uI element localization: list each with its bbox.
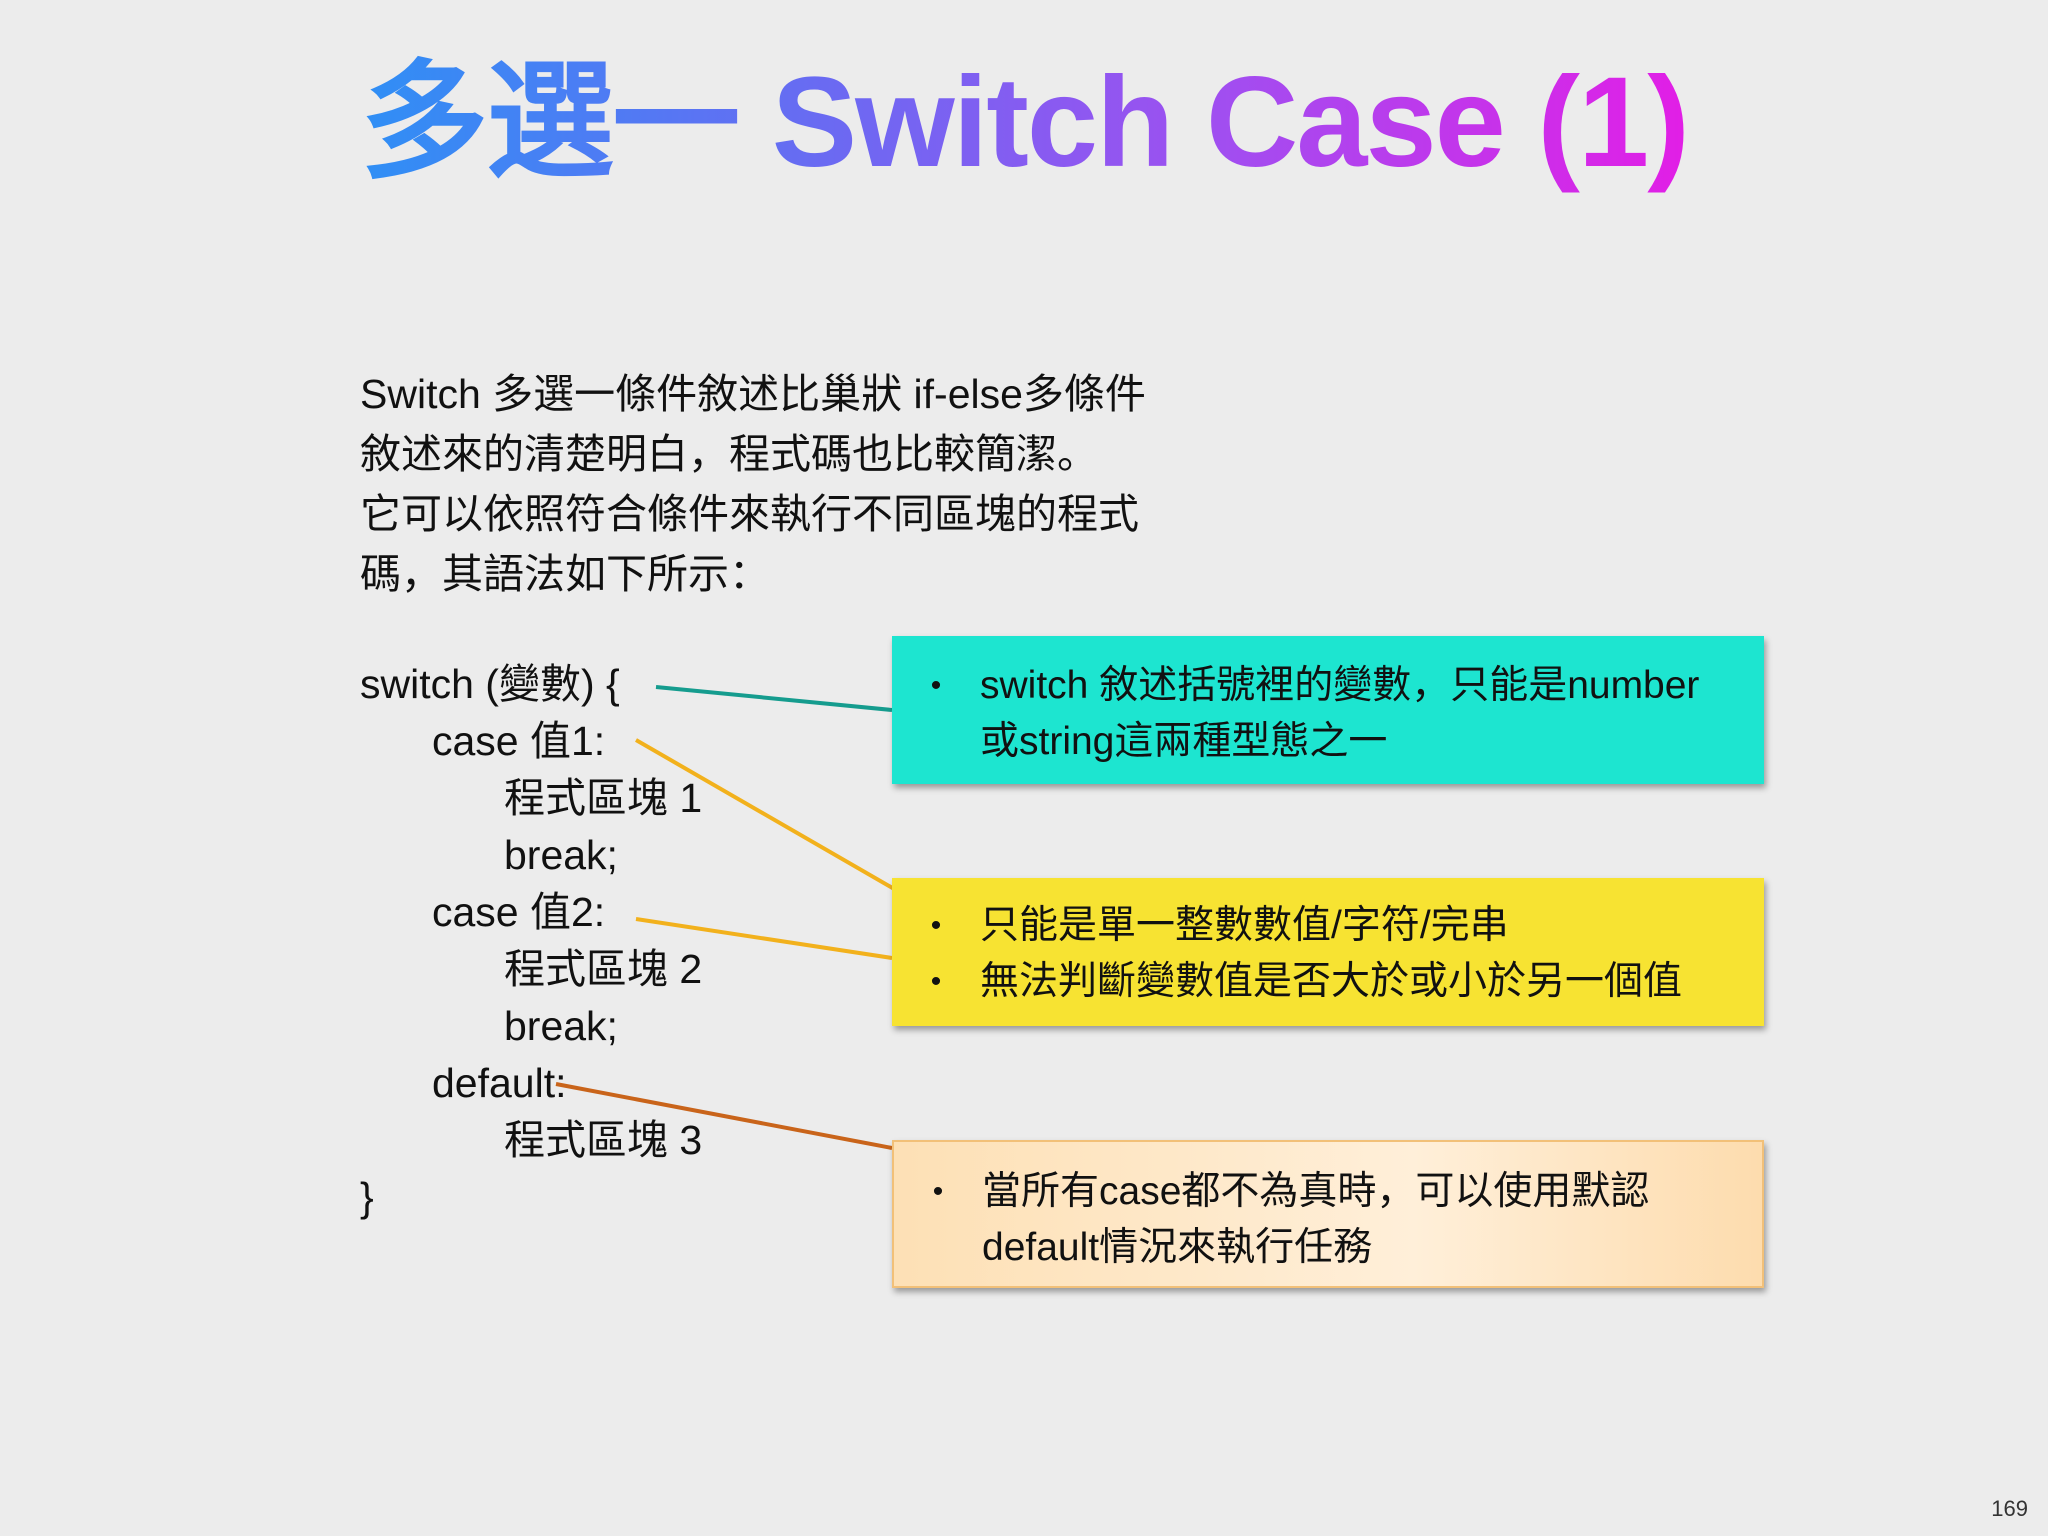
code-line-case-2: case 值2: (432, 889, 606, 935)
slide-title-text: 多選一 Switch Case (1) (360, 51, 1690, 194)
bullet-dot: • (930, 965, 942, 998)
note-case-values: • 只能是單一整數數值/字符/完串 • 無法判斷變數值是否大於或小於另一個值 (892, 878, 1764, 1026)
code-line-block-1: 程式區塊 1 (504, 775, 703, 821)
note-bullet: • switch 敘述括號裡的變數，只能是number或string這兩種型態之… (892, 658, 1724, 770)
intro-paragraph: Switch 多選一條件敘述比巢狀 if-else多條件 敘述來的清楚明白，程式… (360, 364, 1240, 604)
note-bullet: • 當所有case都不為真時，可以使用默認default情況來執行任務 (894, 1164, 1722, 1276)
note-default-case: • 當所有case都不為真時，可以使用默認default情況來執行任務 (892, 1140, 1764, 1288)
switch-syntax-block: switch (變數) { case 值1: 程式區塊 1 break; cas… (360, 656, 702, 1226)
note-bullet: • 無法判斷變數值是否大於或小於另一個值 (892, 954, 1724, 1010)
code-line-block-3: 程式區塊 3 (504, 1117, 703, 1163)
code-line-break-2: break; (504, 1003, 618, 1049)
note-bullet: • 只能是單一整數數值/字符/完串 (892, 898, 1724, 954)
intro-line: 碼，其語法如下所示： (360, 551, 770, 597)
note-text: 只能是單一整數數值/字符/完串 (980, 904, 1509, 947)
bullet-dot: • (930, 669, 942, 702)
note-variable-type: • switch 敘述括號裡的變數，只能是number或string這兩種型態之… (892, 636, 1764, 784)
intro-line: Switch 多選一條件敘述比巢狀 if-else多條件 (360, 371, 1146, 417)
note-text: 當所有case都不為真時，可以使用默認default情況來執行任務 (982, 1170, 1650, 1269)
slide-title: 多選一 Switch Case (1) (0, 48, 2048, 198)
intro-line: 它可以依照符合條件來執行不同區塊的程式 (360, 491, 1139, 537)
code-line-block-2: 程式區塊 2 (504, 946, 703, 992)
note-text: switch 敘述括號裡的變數，只能是number或string這兩種型態之一 (980, 664, 1700, 763)
bullet-dot: • (930, 909, 942, 942)
code-line-switch: switch (變數) { (360, 661, 620, 707)
code-line-case-1: case 值1: (432, 718, 606, 764)
page-number: 169 (1991, 1496, 2028, 1521)
code-line-default: default: (432, 1060, 567, 1106)
code-line-break-1: break; (504, 832, 618, 878)
bullet-dot: • (932, 1175, 944, 1208)
intro-line: 敘述來的清楚明白，程式碼也比較簡潔。 (360, 431, 1098, 477)
note-text: 無法判斷變數值是否大於或小於另一個值 (980, 960, 1683, 1003)
code-line-close-brace: } (360, 1174, 374, 1220)
